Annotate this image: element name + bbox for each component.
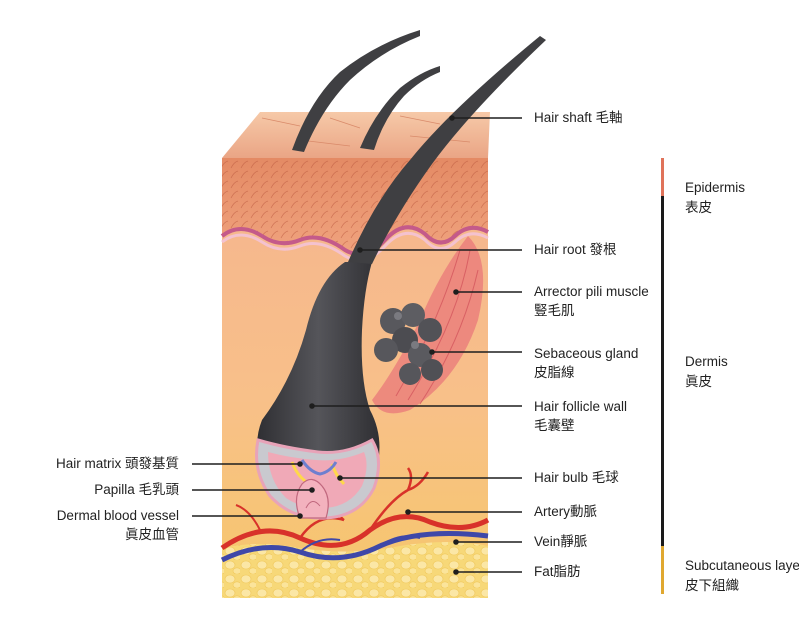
hair-shaft-left	[292, 30, 420, 152]
layer-epidermis-en: Epidermis	[685, 180, 746, 195]
label-sebaceous-zh: 皮脂線	[534, 365, 575, 380]
layer-label-dermis: Dermis 眞皮	[685, 352, 728, 392]
label-dermal-zh: 眞皮血管	[125, 527, 179, 542]
vein-vessel	[220, 531, 489, 563]
label-fat: Fat脂肪	[534, 564, 581, 579]
label-hair-bulb: Hair bulb 毛球	[534, 470, 619, 485]
leader-dots	[297, 115, 459, 575]
layer-label-subcutaneous: Subcutaneous laye 皮下組織	[685, 556, 799, 596]
label-artery: Artery動脈	[534, 504, 598, 519]
layer-subcut-en: Subcutaneous laye	[685, 558, 799, 573]
dermis-bar	[661, 196, 664, 546]
hair-shaft-main	[348, 36, 546, 264]
label-sebaceous-gland: Sebaceous gland 皮脂線	[534, 344, 638, 382]
layer-label-epidermis: Epidermis 表皮	[685, 178, 745, 218]
layer-subcut-zh: 皮下組織	[685, 578, 739, 593]
hair-follicle	[255, 30, 546, 520]
subcutaneous-bar	[661, 546, 664, 594]
label-hair-matrix: Hair matrix 頭發基質	[55, 456, 179, 471]
label-hair-shaft: Hair shaft 毛軸	[534, 110, 623, 125]
artery-vessel	[220, 514, 490, 551]
label-dermal-en: Dermal blood vessel	[56, 508, 179, 523]
label-vein: Vein靜脈	[534, 534, 588, 549]
layer-scale-bar	[661, 158, 664, 594]
label-sebaceous-en: Sebaceous gland	[534, 346, 639, 361]
layer-dermis-zh: 眞皮	[685, 374, 712, 389]
fat-layer	[222, 542, 488, 598]
label-follicle-zh: 毛囊壁	[534, 418, 575, 433]
leader-lines	[192, 117, 522, 573]
label-follicle-en: Hair follicle wall	[534, 399, 628, 414]
label-arrector-zh: 豎毛肌	[534, 303, 575, 318]
layer-epidermis-zh: 表皮	[685, 200, 712, 215]
label-arrector-pili: Arrector pili muscle 豎毛肌	[534, 282, 649, 320]
label-hair-follicle-wall: Hair follicle wall 毛囊壁	[534, 397, 627, 435]
label-hair-root: Hair root 發根	[534, 242, 617, 257]
papilla-shape	[295, 478, 329, 519]
label-papilla: Papilla 毛乳頭	[94, 482, 179, 497]
sebaceous-gland	[374, 303, 443, 385]
label-arrector-en: Arrector pili muscle	[534, 284, 649, 299]
label-dermal-blood-vessel: Dermal blood vessel 眞皮血管	[57, 506, 179, 544]
layer-dermis-en: Dermis	[685, 354, 728, 369]
epidermis-bar	[661, 158, 664, 196]
hair-shaft-middle	[360, 66, 440, 150]
